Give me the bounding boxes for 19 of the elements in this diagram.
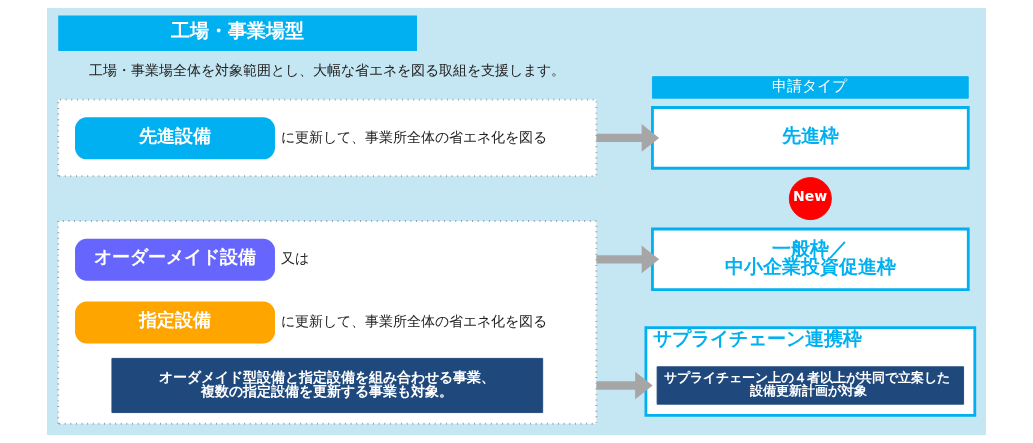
cluster <box>57 220 598 425</box>
diagram-title: 工場・事業場型 <box>171 19 305 41</box>
node-label: 又は <box>280 250 309 267</box>
label: 工場・事業場全体を対象範囲とし、大幅な省エネを図る取組を支援します。 <box>88 61 565 78</box>
cluster <box>57 98 598 178</box>
arrow <box>596 124 660 152</box>
node-circle: New <box>788 177 832 221</box>
node-label: に更新して、事業所全体の省エネ化を図る <box>280 128 547 145</box>
node-box: サプライチェーン上の４者以上が共同で立案した設備更新計画が対象 <box>656 366 965 405</box>
node-box: オーダーメイド設備 <box>75 238 275 281</box>
node-box: 先進枠 <box>651 106 970 170</box>
node-box: 一般枠／中小企業投資促進枠 <box>651 227 970 292</box>
node-label: に更新して、事業所全体の省エネ化を図る <box>280 312 547 329</box>
arrow <box>596 245 660 274</box>
node-box: 指定設備 <box>75 301 275 344</box>
arrow <box>596 371 653 400</box>
node-box: オーダメイド型設備と指定設備を組み合わせる事業、複数の指定設備を更新する事業も対象。 <box>111 357 544 414</box>
node-box: 申請タイプ <box>651 76 969 99</box>
node-box: 先進設備 <box>75 117 275 160</box>
